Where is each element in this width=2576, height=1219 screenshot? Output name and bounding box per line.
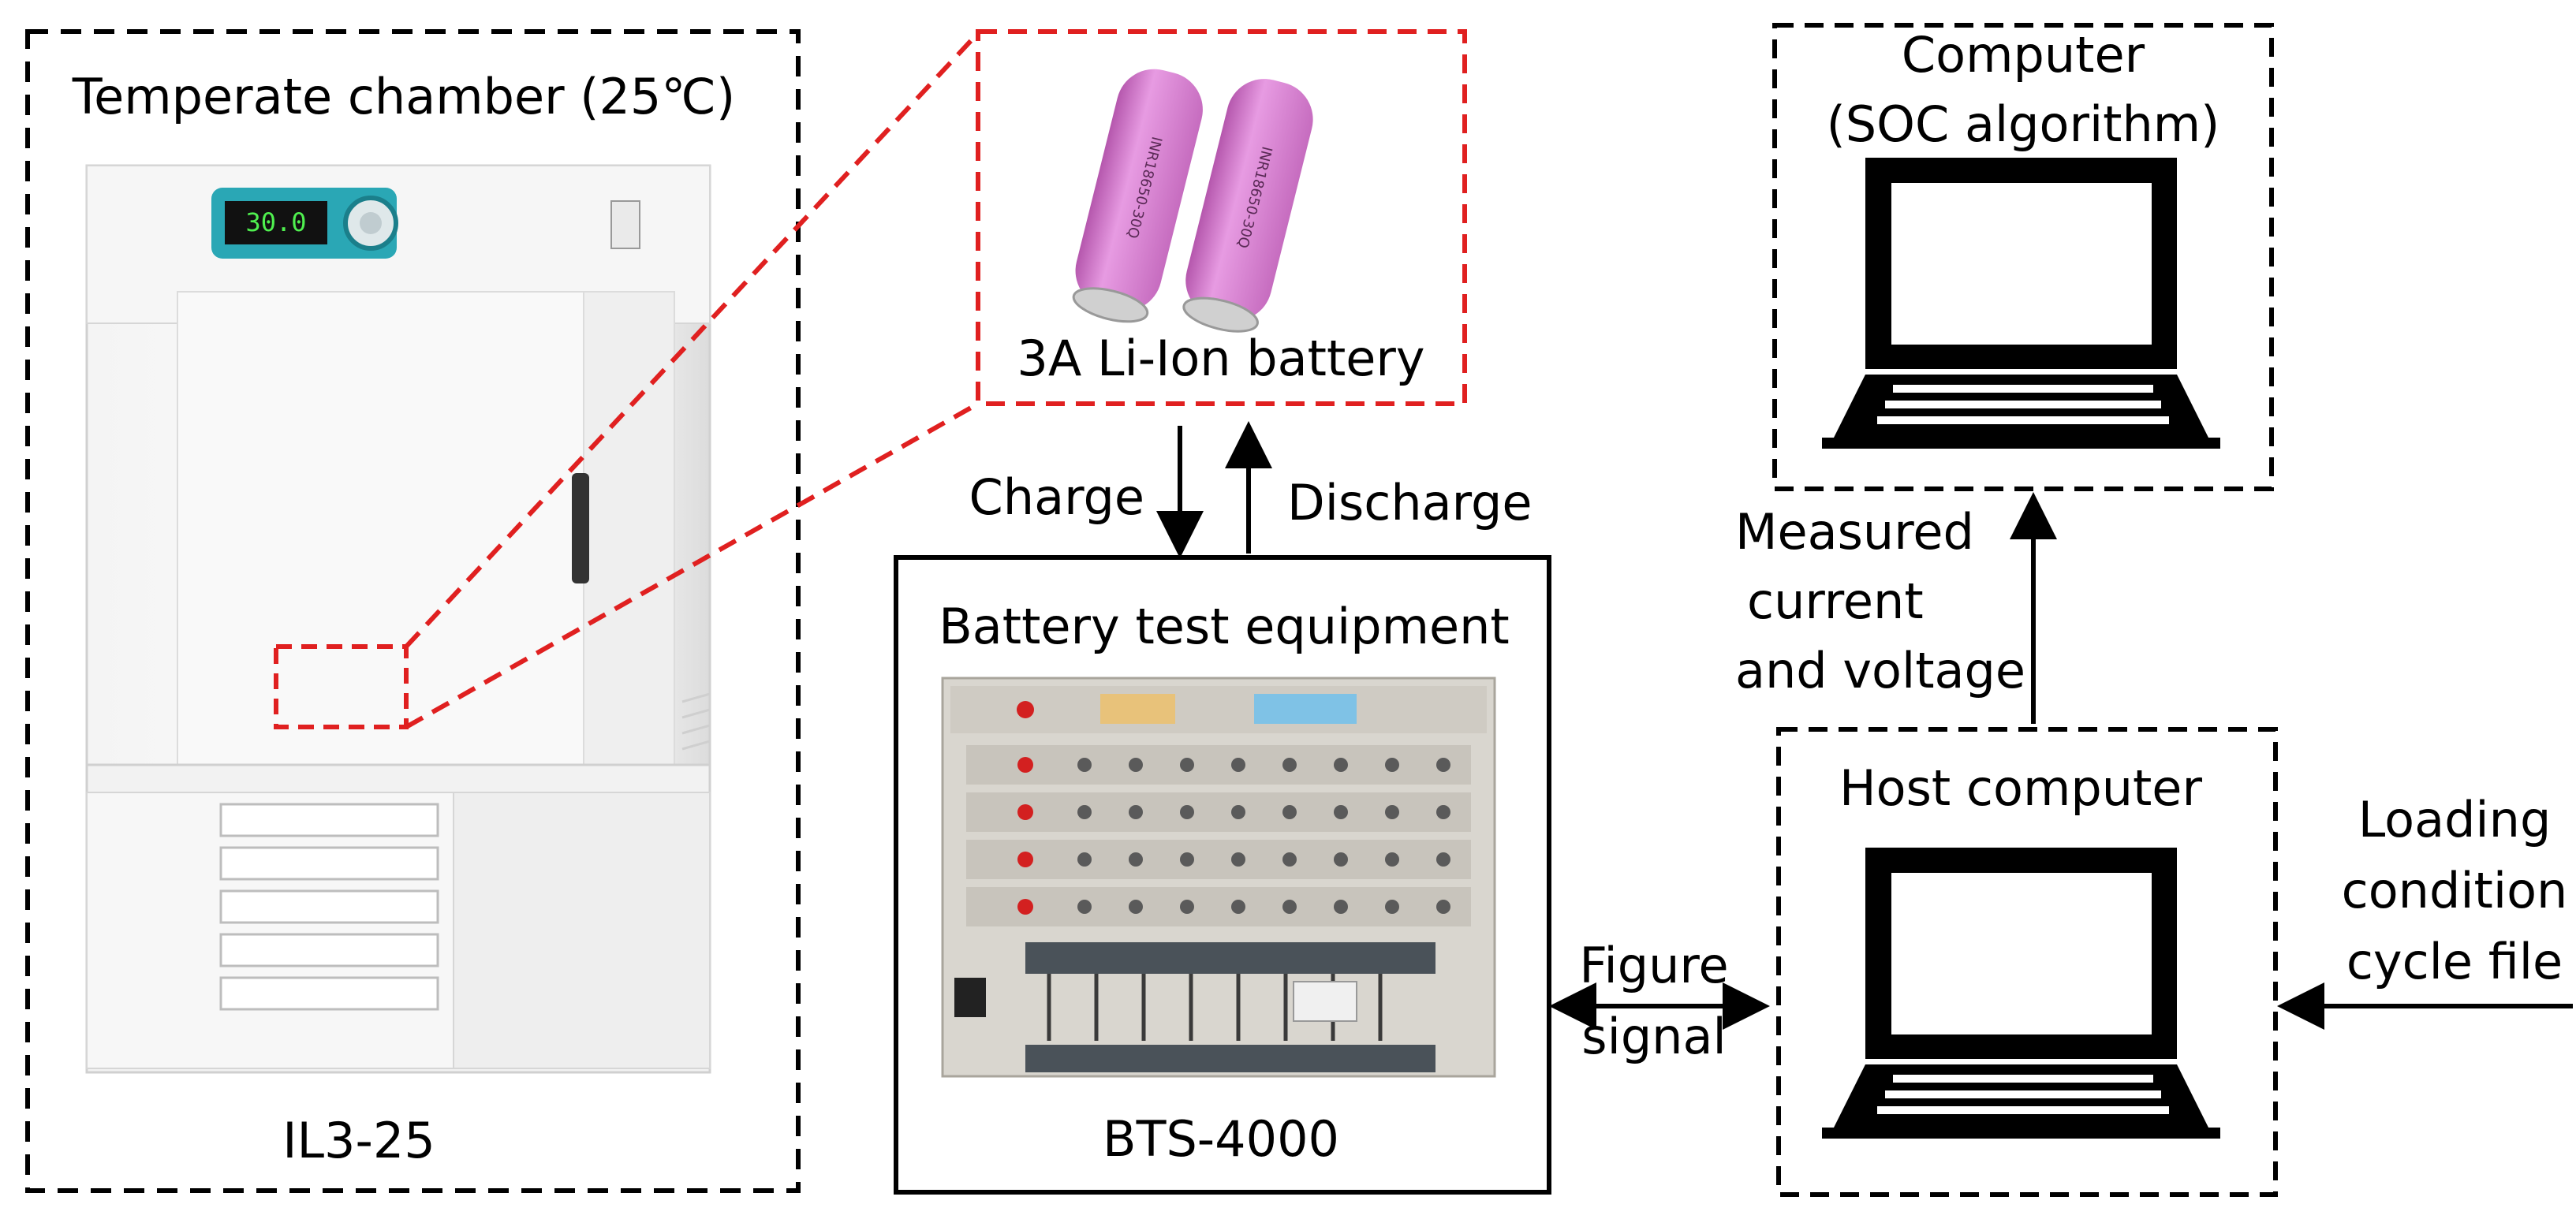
battery-box	[976, 29, 1467, 406]
host-laptop-icon	[1822, 848, 2220, 1139]
battery-cells-image: INR18650-30Q INR18650-30Q	[1072, 69, 1313, 333]
charge-label: Charge	[969, 468, 1144, 526]
figure-signal-line1: Figure	[1579, 937, 1729, 994]
host-title: Host computer	[1839, 759, 2202, 817]
measured-line2: current	[1747, 572, 1924, 630]
discharge-label: Discharge	[1287, 474, 1533, 531]
figure-signal-line2: signal	[1581, 1008, 1727, 1065]
loading-line2: condition	[2341, 862, 2568, 919]
chamber-title: Temperate chamber (25℃)	[72, 68, 736, 125]
tester-image	[941, 677, 1496, 1078]
tester-model: BTS-4000	[1103, 1110, 1339, 1168]
measured-line1: Measured	[1735, 503, 1974, 561]
chamber-image: 30.0	[85, 164, 711, 1074]
laptop-icon	[1822, 158, 2220, 449]
zoom-line-bottom	[405, 401, 980, 729]
zoom-line-top	[404, 31, 980, 649]
tester-title: Battery test equipment	[939, 598, 1510, 655]
host-box	[1776, 727, 2278, 1197]
chamber-box	[25, 29, 801, 1193]
display-reading: 30.0	[245, 207, 306, 237]
chamber-model: IL3-25	[282, 1112, 435, 1169]
computer-box	[1772, 23, 2274, 491]
computer-title-line2: (SOC algorithm)	[1826, 95, 2220, 153]
measured-line3: and voltage	[1735, 642, 2026, 699]
battery-highlight	[274, 644, 409, 729]
tester-box	[894, 555, 1551, 1195]
battery-label: 3A Li-Ion battery	[1017, 330, 1425, 387]
computer-title-line1: Computer	[1901, 26, 2145, 84]
loading-line3: cycle file	[2346, 933, 2563, 990]
loading-line1: Loading	[2358, 791, 2552, 848]
